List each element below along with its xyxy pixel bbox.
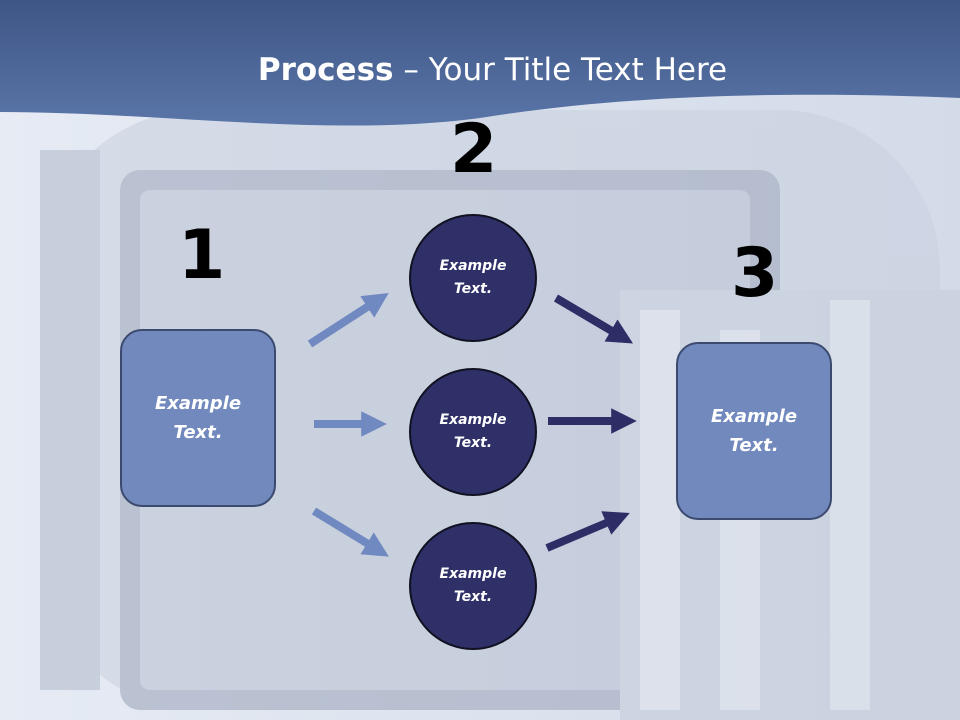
- circle-middle-label: Example Text.: [439, 412, 507, 451]
- left-box-label: Example Text.: [154, 393, 242, 443]
- arrow-left-to-top: [307, 293, 389, 348]
- title-rest: – Your Title Text Here: [393, 52, 728, 88]
- circle-top-label: Example Text.: [439, 258, 507, 297]
- step-number-2: 2: [450, 110, 498, 189]
- arrow-left-to-bottom: [311, 507, 389, 557]
- right-box: Example Text.: [676, 342, 832, 520]
- page-title: Process – Your Title Text Here: [0, 52, 960, 88]
- right-box-label: Example Text.: [710, 406, 798, 456]
- step-number-3: 3: [731, 234, 779, 313]
- title-banner: [0, 0, 960, 126]
- circle-bottom: Example Text.: [409, 522, 537, 650]
- title-bold: Process: [257, 52, 394, 88]
- arrow-top-to-right: [553, 294, 634, 344]
- circle-top: Example Text.: [409, 214, 537, 342]
- arrow-bottom-to-right: [545, 511, 630, 552]
- circle-bottom-label: Example Text.: [439, 566, 507, 605]
- circle-middle: Example Text.: [409, 368, 537, 496]
- step-number-1: 1: [178, 216, 226, 295]
- left-box: Example Text.: [120, 329, 276, 507]
